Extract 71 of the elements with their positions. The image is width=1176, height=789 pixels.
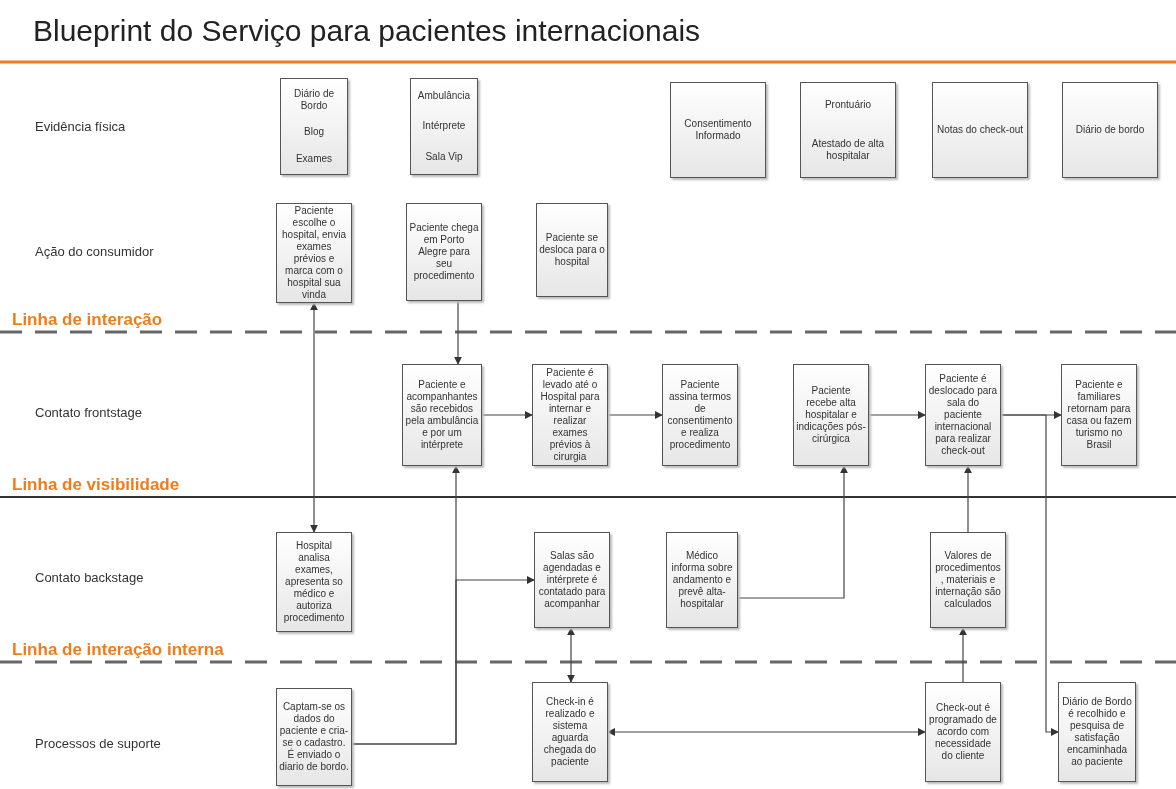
evidence-box <box>932 82 1028 178</box>
process-box <box>534 532 610 628</box>
node-text: Salas são agendadas e intérprete é contatado para acompanhar <box>537 550 607 610</box>
lane-label: Processos de suporte <box>35 736 161 751</box>
node-text: Paciente se desloca para o hospital <box>539 232 605 268</box>
process-box <box>662 364 738 466</box>
arrow <box>868 411 926 419</box>
lane-label: Contato frontstage <box>35 405 142 420</box>
arrow <box>607 411 663 419</box>
node-text: Paciente chega em Porto Alegre para seu procedimento <box>409 222 479 282</box>
lane-label: Evidência física <box>35 119 126 134</box>
node-text: Sala Vip <box>425 150 463 163</box>
node-text: Diário de Bordo é recolhido e pesquisa de satisfação encaminhada ao paciente <box>1061 696 1133 768</box>
node-text: Atestado de alta hospitalar <box>810 137 886 162</box>
process-box <box>1058 682 1136 782</box>
page-title: Blueprint do Serviço para pacientes internacionais <box>33 14 701 48</box>
process-box <box>532 682 608 782</box>
process-box <box>536 203 608 297</box>
node-text: Paciente e acompanhantes são recebidos pela ambulância e por um intérprete <box>405 379 479 451</box>
arrow <box>454 300 462 365</box>
arrow <box>737 465 848 599</box>
process-box <box>276 688 352 786</box>
node-text: Médico informa sobre andamento e prevê alta-hospitalar <box>670 550 734 610</box>
node-text: Diário de Bordo <box>293 88 335 113</box>
evidence-box <box>410 78 478 175</box>
node-text: Paciente e familiares retornam para casa ou fazem turismo no Brasil <box>1065 379 1133 451</box>
arrow <box>607 728 926 736</box>
arrow <box>310 302 318 533</box>
node-text: Paciente é deslocado para sala do paciente internacional para realizar check-out <box>928 373 998 457</box>
node-text: Prontuário <box>824 98 872 111</box>
line-label: Linha de interação interna <box>12 640 224 660</box>
arrow <box>964 465 972 533</box>
lane-label: Ação do consumidor <box>35 244 154 259</box>
process-box <box>406 203 482 301</box>
node-text: Paciente recebe alta hospitalar e indicações pós-cirúrgica <box>796 385 866 445</box>
node-text: Diário de bordo <box>1075 124 1145 136</box>
node-text: Captam-se os dados do paciente e cria-se o cadastro. É enviado o diario de bordo. <box>279 701 349 773</box>
arrow <box>567 627 575 683</box>
node-text: Blog <box>304 126 324 139</box>
node-text: Hospital analisa exames, apresenta so médico e autoriza procedimento <box>282 540 346 624</box>
node-text: Notas do check-out <box>936 124 1024 136</box>
node-text: Valores de procedimentos , materiais e internação são calculados <box>934 550 1002 610</box>
line-label: Linha de visibilidade <box>12 475 180 495</box>
node-text: Check-out é programado de acordo com necessidade do cliente <box>928 702 998 762</box>
node-text: Paciente assina termos de consentimento e realiza procedimento <box>666 379 734 451</box>
process-box <box>930 532 1006 628</box>
process-box <box>402 364 482 466</box>
evidence-box <box>800 82 896 178</box>
process-box <box>793 364 869 466</box>
arrow <box>959 627 967 683</box>
node-text: Paciente escolhe o hospital, envia exames prévios e marca com o hospital sua vinda <box>281 205 347 301</box>
evidence-box <box>280 78 348 175</box>
node-text: Intérprete <box>422 120 466 133</box>
process-box <box>925 682 1001 782</box>
process-box <box>925 364 1001 466</box>
process-box <box>276 532 352 632</box>
arrow <box>1000 414 1059 736</box>
arrow <box>351 576 535 745</box>
evidence-box <box>1062 82 1158 178</box>
arrow <box>481 411 533 419</box>
node-text: Ambulância <box>417 90 471 103</box>
node-text: Paciente é levado até o Hospital para internar e realizar exames prévios à cirurgia <box>539 367 601 463</box>
process-box <box>532 364 608 466</box>
process-box <box>1061 364 1137 466</box>
node-text: Exames <box>295 152 333 165</box>
node-text: Check-in é realizado e sistema aguarda chegada do paciente <box>542 696 598 768</box>
evidence-box <box>670 82 766 178</box>
line-label: Linha de interação <box>12 310 163 330</box>
node-text: Consentimento Informado <box>683 118 753 142</box>
process-box <box>666 532 738 628</box>
lane-label: Contato backstage <box>35 570 144 585</box>
